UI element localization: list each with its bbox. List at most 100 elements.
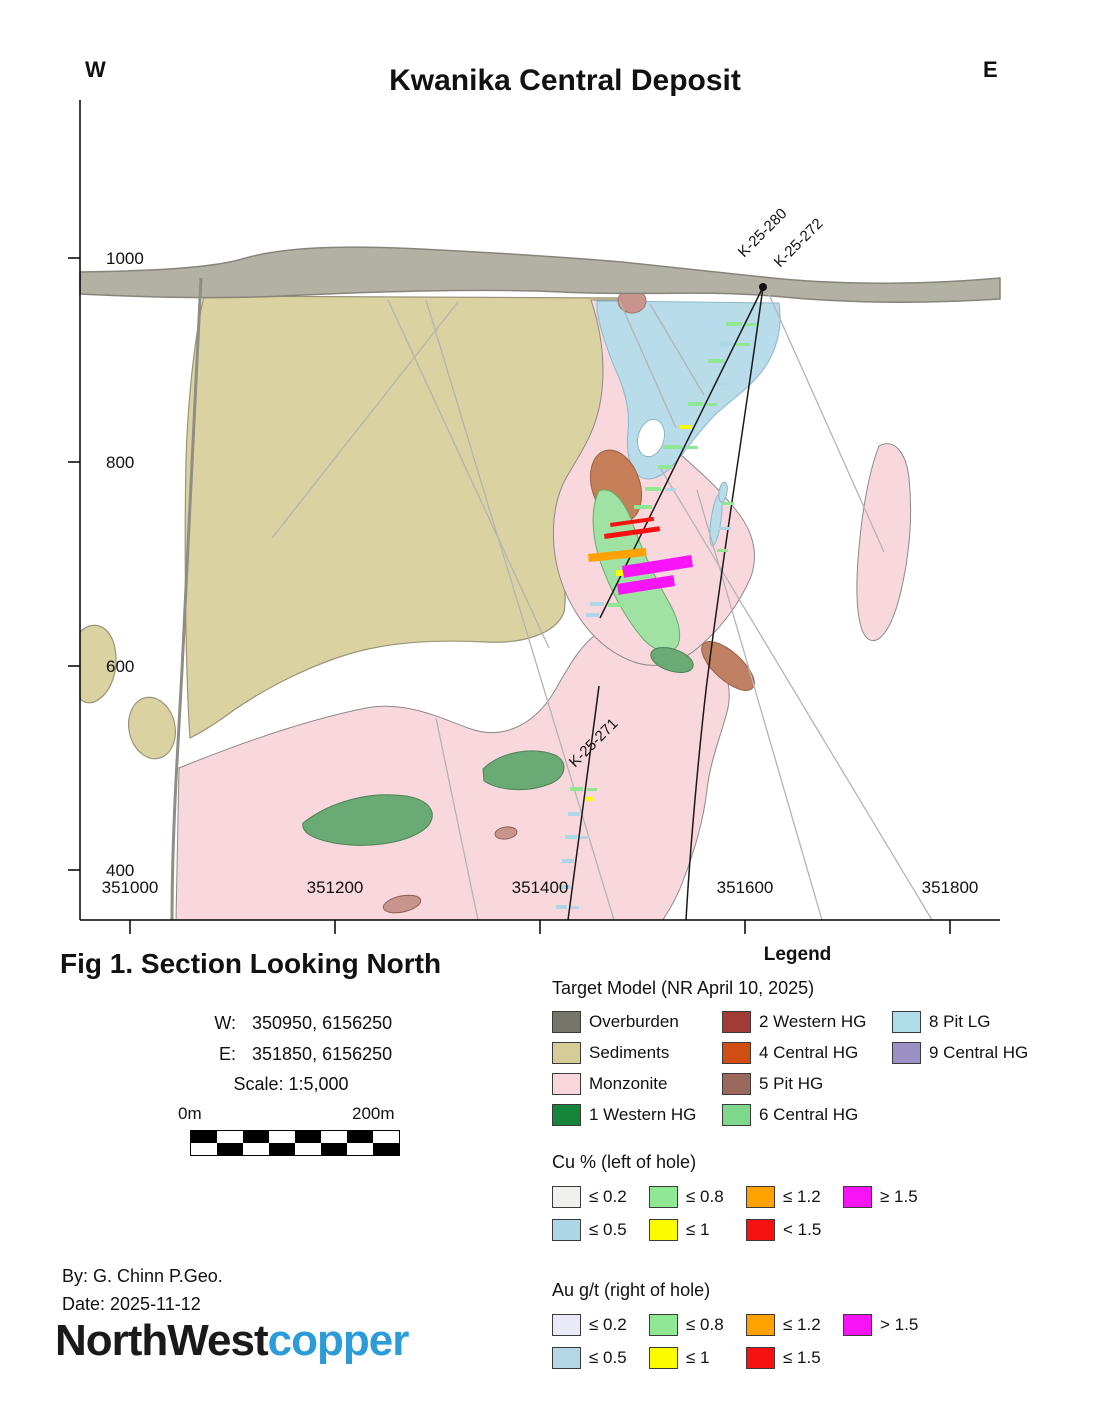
assay-bar [580,836,589,839]
sediments-blob-2 [127,696,177,760]
assay-bar [588,547,647,562]
assay-bar [604,526,661,539]
au-legend-item: ≤ 0.2 [552,1308,649,1341]
assay-bar [722,502,734,505]
west-coordinate-row: W: 350950, 6156250 [198,1008,392,1039]
legend-swatch-5-pit-hg [722,1072,751,1095]
cu-label: ≤ 1 [686,1219,710,1239]
legend-label: 1 Western HG [589,1104,697,1124]
green-blob-2 [302,794,433,846]
au-label: > 1.5 [880,1314,919,1334]
cu-legend-item: ≤ 1 [649,1213,746,1246]
assay-bar [570,787,583,791]
green-blob-1 [650,647,694,673]
y-tick-label: 1000 [106,249,144,268]
legend-label: Overburden [589,1011,679,1031]
x-tick-label: 351200 [307,878,364,897]
assay-bar [565,835,577,839]
legend-label: 8 Pit LG [929,1011,991,1031]
assay-bar [708,359,724,363]
assay-bar [617,575,676,595]
au-legend: ≤ 0.2 ≤ 0.5 ≤ 0.8 ≤ 1 ≤ 1.2 ≤ 1.5 > 1.5 [552,1308,940,1374]
au-label: ≤ 1 [686,1347,710,1367]
au-legend-title: Au g/t (right of hole) [552,1280,711,1300]
cu-label: ≤ 0.2 [589,1186,627,1206]
scalebar-cell [217,1131,243,1143]
cu-label: ≤ 0.5 [589,1219,627,1239]
northwest-copper-logo: NorthWestcopper [55,1316,409,1366]
legend-label: 9 Central HG [929,1042,1029,1062]
fault-line [425,299,615,921]
assay-bar [556,905,567,909]
assay-bar [645,487,661,491]
cu-legend-item: ≤ 0.8 [649,1180,746,1213]
au-swatch [843,1313,872,1336]
cu-swatch [746,1185,775,1208]
scalebar-cell [347,1131,373,1143]
legend-item-1-western-hg: 1 Western HG [552,1099,722,1130]
east-coord-value: 351850, 6156250 [252,1044,393,1064]
cu-swatch [649,1185,678,1208]
scalebar-cell [243,1131,269,1143]
assay-bar [559,885,570,889]
legend-item-monzonite: Monzonite [552,1068,722,1099]
scalebar-cell [321,1143,347,1155]
legend-swatch-4-central-hg [722,1041,751,1064]
legend-swatch-sediments [552,1041,581,1064]
au-legend-item: ≤ 1 [649,1341,746,1374]
assay-bar [717,382,729,386]
major-fault-line [170,277,203,921]
assay-bar [717,549,728,552]
pit-hg-blob-bottom-1 [382,894,422,914]
pit-hg-blob-bottom-2 [494,826,518,840]
west-coord-value: 350950, 6156250 [252,1013,393,1033]
scalebar-cell [347,1143,373,1155]
au-swatch [649,1313,678,1336]
scalebar-cell [295,1143,321,1155]
legend-item-overburden: Overburden [552,1006,722,1037]
scalebar-cell [321,1131,347,1143]
east-coord-label: E: [218,1044,236,1064]
date-line: Date: 2025-11-12 [62,1294,201,1314]
cu-swatch [552,1218,581,1241]
scalebar-cell [269,1143,295,1155]
legend-label: 4 Central HG [759,1042,859,1062]
assay-bar [590,602,604,606]
assay-bar [586,613,599,617]
axis-labels: 1000 800 600 400 351000 351200 351400 35… [102,249,979,897]
fault-line [696,489,823,921]
assay-bar [663,445,682,449]
y-tick-label: 400 [106,861,134,880]
legend-label: 2 Western HG [759,1011,867,1031]
drill-hole-trace-K-25-280 [685,286,764,921]
assay-bar [736,343,750,346]
au-label: ≤ 0.2 [589,1314,627,1334]
cu-label: ≤ 0.8 [686,1186,724,1206]
east-coordinate-row: E: 351850, 6156250 [198,1039,392,1070]
cu-legend-item: ≤ 0.5 [552,1213,649,1246]
au-legend-item: ≤ 0.5 [552,1341,649,1374]
fault-line [649,303,705,396]
fault-line [271,301,459,539]
scalebar-cell [243,1143,269,1155]
cu-legend-item: ≤ 0.2 [552,1180,649,1213]
assay-bar [726,322,742,326]
pit-lg-fragment-2 [718,481,728,503]
scalebar-left-label: 0m [178,1104,202,1123]
legend-swatch-9-central-hg [892,1041,921,1064]
section-coordinates: W: 350950, 6156250 E: 351850, 6156250 [198,1008,392,1070]
scalebar-cell [191,1131,217,1143]
assay-bar [608,603,624,607]
figure-caption: Fig 1. Section Looking North [60,948,442,979]
au-label: ≤ 1.5 [783,1347,821,1367]
pit-lg-hole [637,418,665,458]
legend-swatch-monzonite [552,1072,581,1095]
legend-swatch-2-western-hg [722,1010,751,1033]
cu-label: ≤ 1.2 [783,1186,821,1206]
legend-item-6-central-hg: 6 Central HG [722,1099,892,1130]
scale-text: Scale: 1:5,000 [233,1074,349,1094]
fault-lines [271,291,933,921]
legend-label: Sediments [589,1042,670,1062]
east-label: E [983,57,998,82]
green-blob-3 [482,750,565,791]
